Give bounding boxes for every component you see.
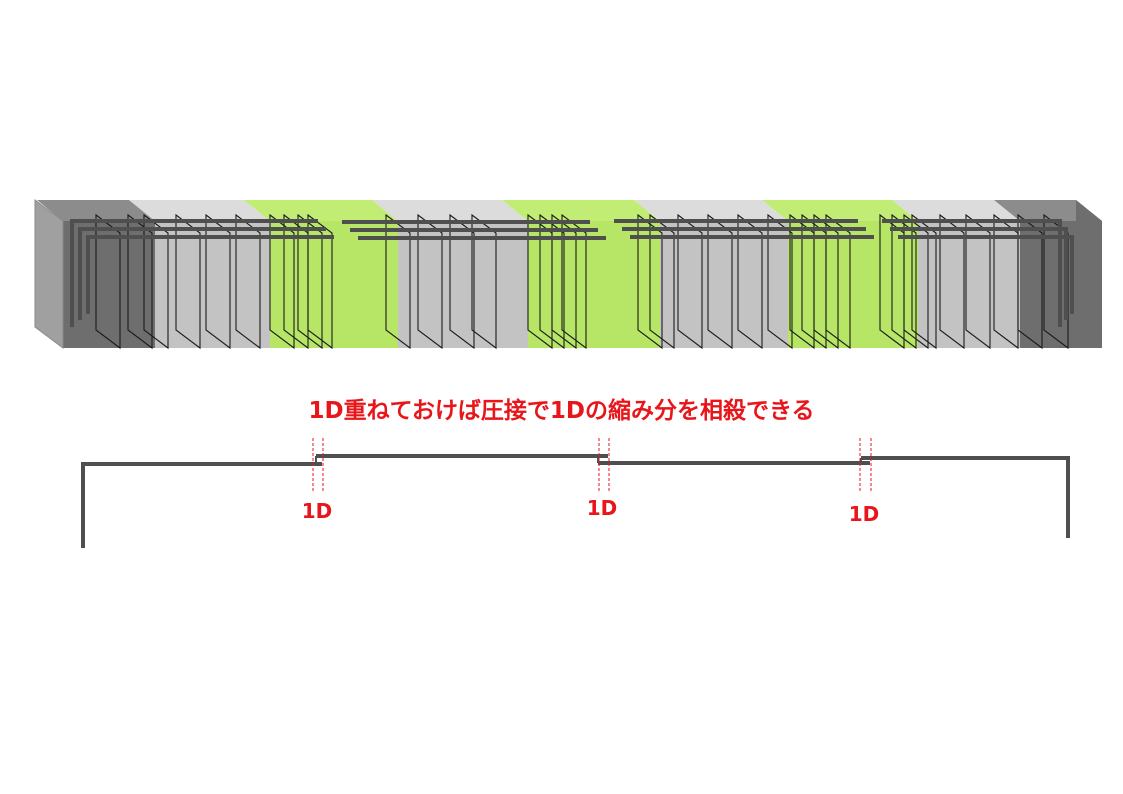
stirrup-11 (385, 213, 411, 350)
beam-top-band-3 (244, 200, 398, 221)
caption-text: 1D重ねておけば圧接で1Dの縮み分を相殺できる (308, 398, 815, 424)
beam-right-end-face (1076, 200, 1102, 348)
rebar-splice-schematic (81, 454, 1070, 548)
stirrup-14 (471, 213, 497, 350)
overlap-label-3: 1D (848, 502, 880, 526)
stirrup-17 (551, 213, 577, 350)
overlap-label-1: 1D (301, 499, 333, 523)
beam-front-band-2 (155, 221, 270, 348)
stirrup-12 (417, 213, 443, 350)
beam-top-band-1 (37, 200, 155, 221)
beam-top-band-8 (892, 200, 1020, 221)
beam-top-band-2 (129, 200, 270, 221)
beam-left-end-face (35, 200, 63, 348)
beam-top-band-5 (502, 200, 660, 221)
stirrup-18 (561, 213, 587, 350)
overlap-label-2: 1D (586, 496, 618, 520)
beam-top-band-7 (762, 200, 918, 221)
beam-top-band-4 (372, 200, 528, 221)
stirrup-15 (527, 213, 553, 350)
beam-front-band-8 (918, 221, 1020, 348)
stirrup-16 (539, 213, 565, 350)
beam-front-band-7 (788, 221, 918, 348)
main-rebar-set (70, 219, 1074, 327)
beam-left-end-edge (34, 199, 64, 349)
stirrup-13 (449, 213, 475, 350)
overlap-markers (312, 438, 872, 492)
beam-front-band-5 (528, 221, 660, 348)
beam-top-band-9 (994, 200, 1102, 221)
beam-front-band-4 (398, 221, 528, 348)
beam-top-band-6 (634, 200, 788, 221)
beam-front-band-6 (660, 221, 788, 348)
beam-front-band-1 (63, 221, 155, 348)
beam-front-band-3 (270, 221, 398, 348)
